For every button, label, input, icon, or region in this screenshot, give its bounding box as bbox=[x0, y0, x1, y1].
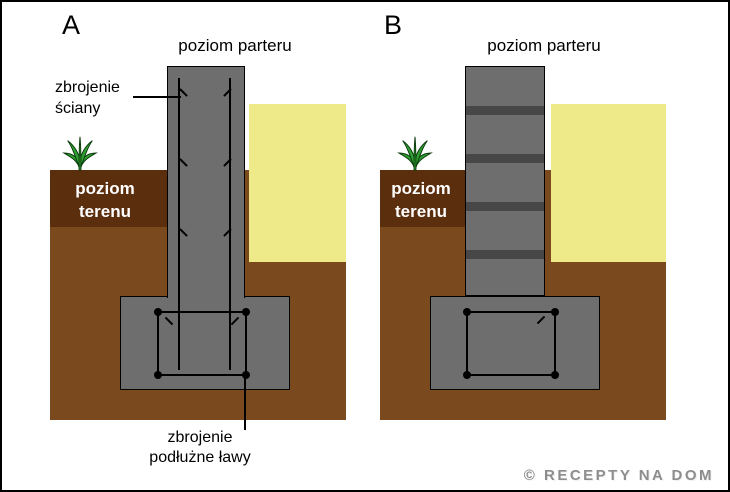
footing-rebar-cage-a bbox=[154, 308, 250, 379]
ground-level-label-a-line1: poziom bbox=[75, 179, 135, 198]
rebar-dot bbox=[551, 308, 559, 316]
rebar-hook bbox=[230, 316, 240, 326]
wall-block bbox=[466, 211, 544, 250]
rebar-dot bbox=[154, 371, 162, 379]
floor-slab-zone-a bbox=[249, 104, 346, 262]
panel-a-letter: A bbox=[62, 10, 81, 40]
floor-level-label-a: poziom parteru bbox=[178, 36, 292, 55]
wall-block bbox=[466, 163, 544, 202]
footing-rebar-pointer-line bbox=[244, 374, 246, 430]
floor-slab-zone-b bbox=[551, 104, 666, 262]
plant-icon bbox=[62, 136, 98, 171]
wall-block bbox=[466, 115, 544, 154]
rebar-dot bbox=[463, 308, 471, 316]
ground-level-label-a: poziom terenu bbox=[55, 177, 155, 223]
block-wall-b bbox=[465, 66, 545, 296]
ground-level-label-a-line2: terenu bbox=[79, 202, 131, 221]
soil-topsoil-a bbox=[50, 170, 167, 227]
soil-topsoil-b bbox=[380, 170, 465, 227]
wall-rebar-annotation-line2: ściany bbox=[55, 100, 101, 117]
floor-level-label-b: poziom parteru bbox=[487, 36, 601, 55]
mortar-joint bbox=[466, 106, 544, 115]
plant-icon bbox=[397, 136, 433, 171]
wall-rebar-bar-right bbox=[229, 78, 231, 370]
concrete-wall-a bbox=[167, 66, 245, 298]
rebar-dot bbox=[242, 371, 250, 379]
wall-block bbox=[466, 259, 544, 295]
mortar-joint bbox=[466, 154, 544, 163]
rebar-dot bbox=[551, 371, 559, 379]
rebar-hook bbox=[164, 316, 174, 326]
mortar-joint bbox=[466, 250, 544, 259]
panel-b-letter: B bbox=[384, 10, 403, 40]
ground-level-label-b-line1: poziom bbox=[391, 179, 451, 198]
footing-rebar-annotation-line2: podłużne ławy bbox=[149, 449, 251, 466]
footing-rebar-annotation-line1: zbrojenie bbox=[167, 429, 233, 446]
wall-rebar-annotation-line1: zbrojenie bbox=[55, 79, 120, 96]
rebar-dot bbox=[154, 308, 162, 316]
mortar-joint bbox=[466, 202, 544, 211]
footing-rebar-cage-b bbox=[463, 308, 559, 379]
ground-level-label-b: poziom terenu bbox=[378, 177, 464, 223]
wall-rebar-bar-left bbox=[178, 78, 180, 370]
wall-rebar-pointer-line bbox=[133, 96, 181, 98]
rebar-dot bbox=[463, 371, 471, 379]
watermark: © RECEPTY NA DOM bbox=[523, 467, 714, 484]
rebar-hook bbox=[536, 315, 546, 325]
rebar-dot bbox=[242, 308, 250, 316]
wall-block bbox=[466, 67, 544, 106]
ground-level-label-b-line2: terenu bbox=[395, 202, 447, 221]
